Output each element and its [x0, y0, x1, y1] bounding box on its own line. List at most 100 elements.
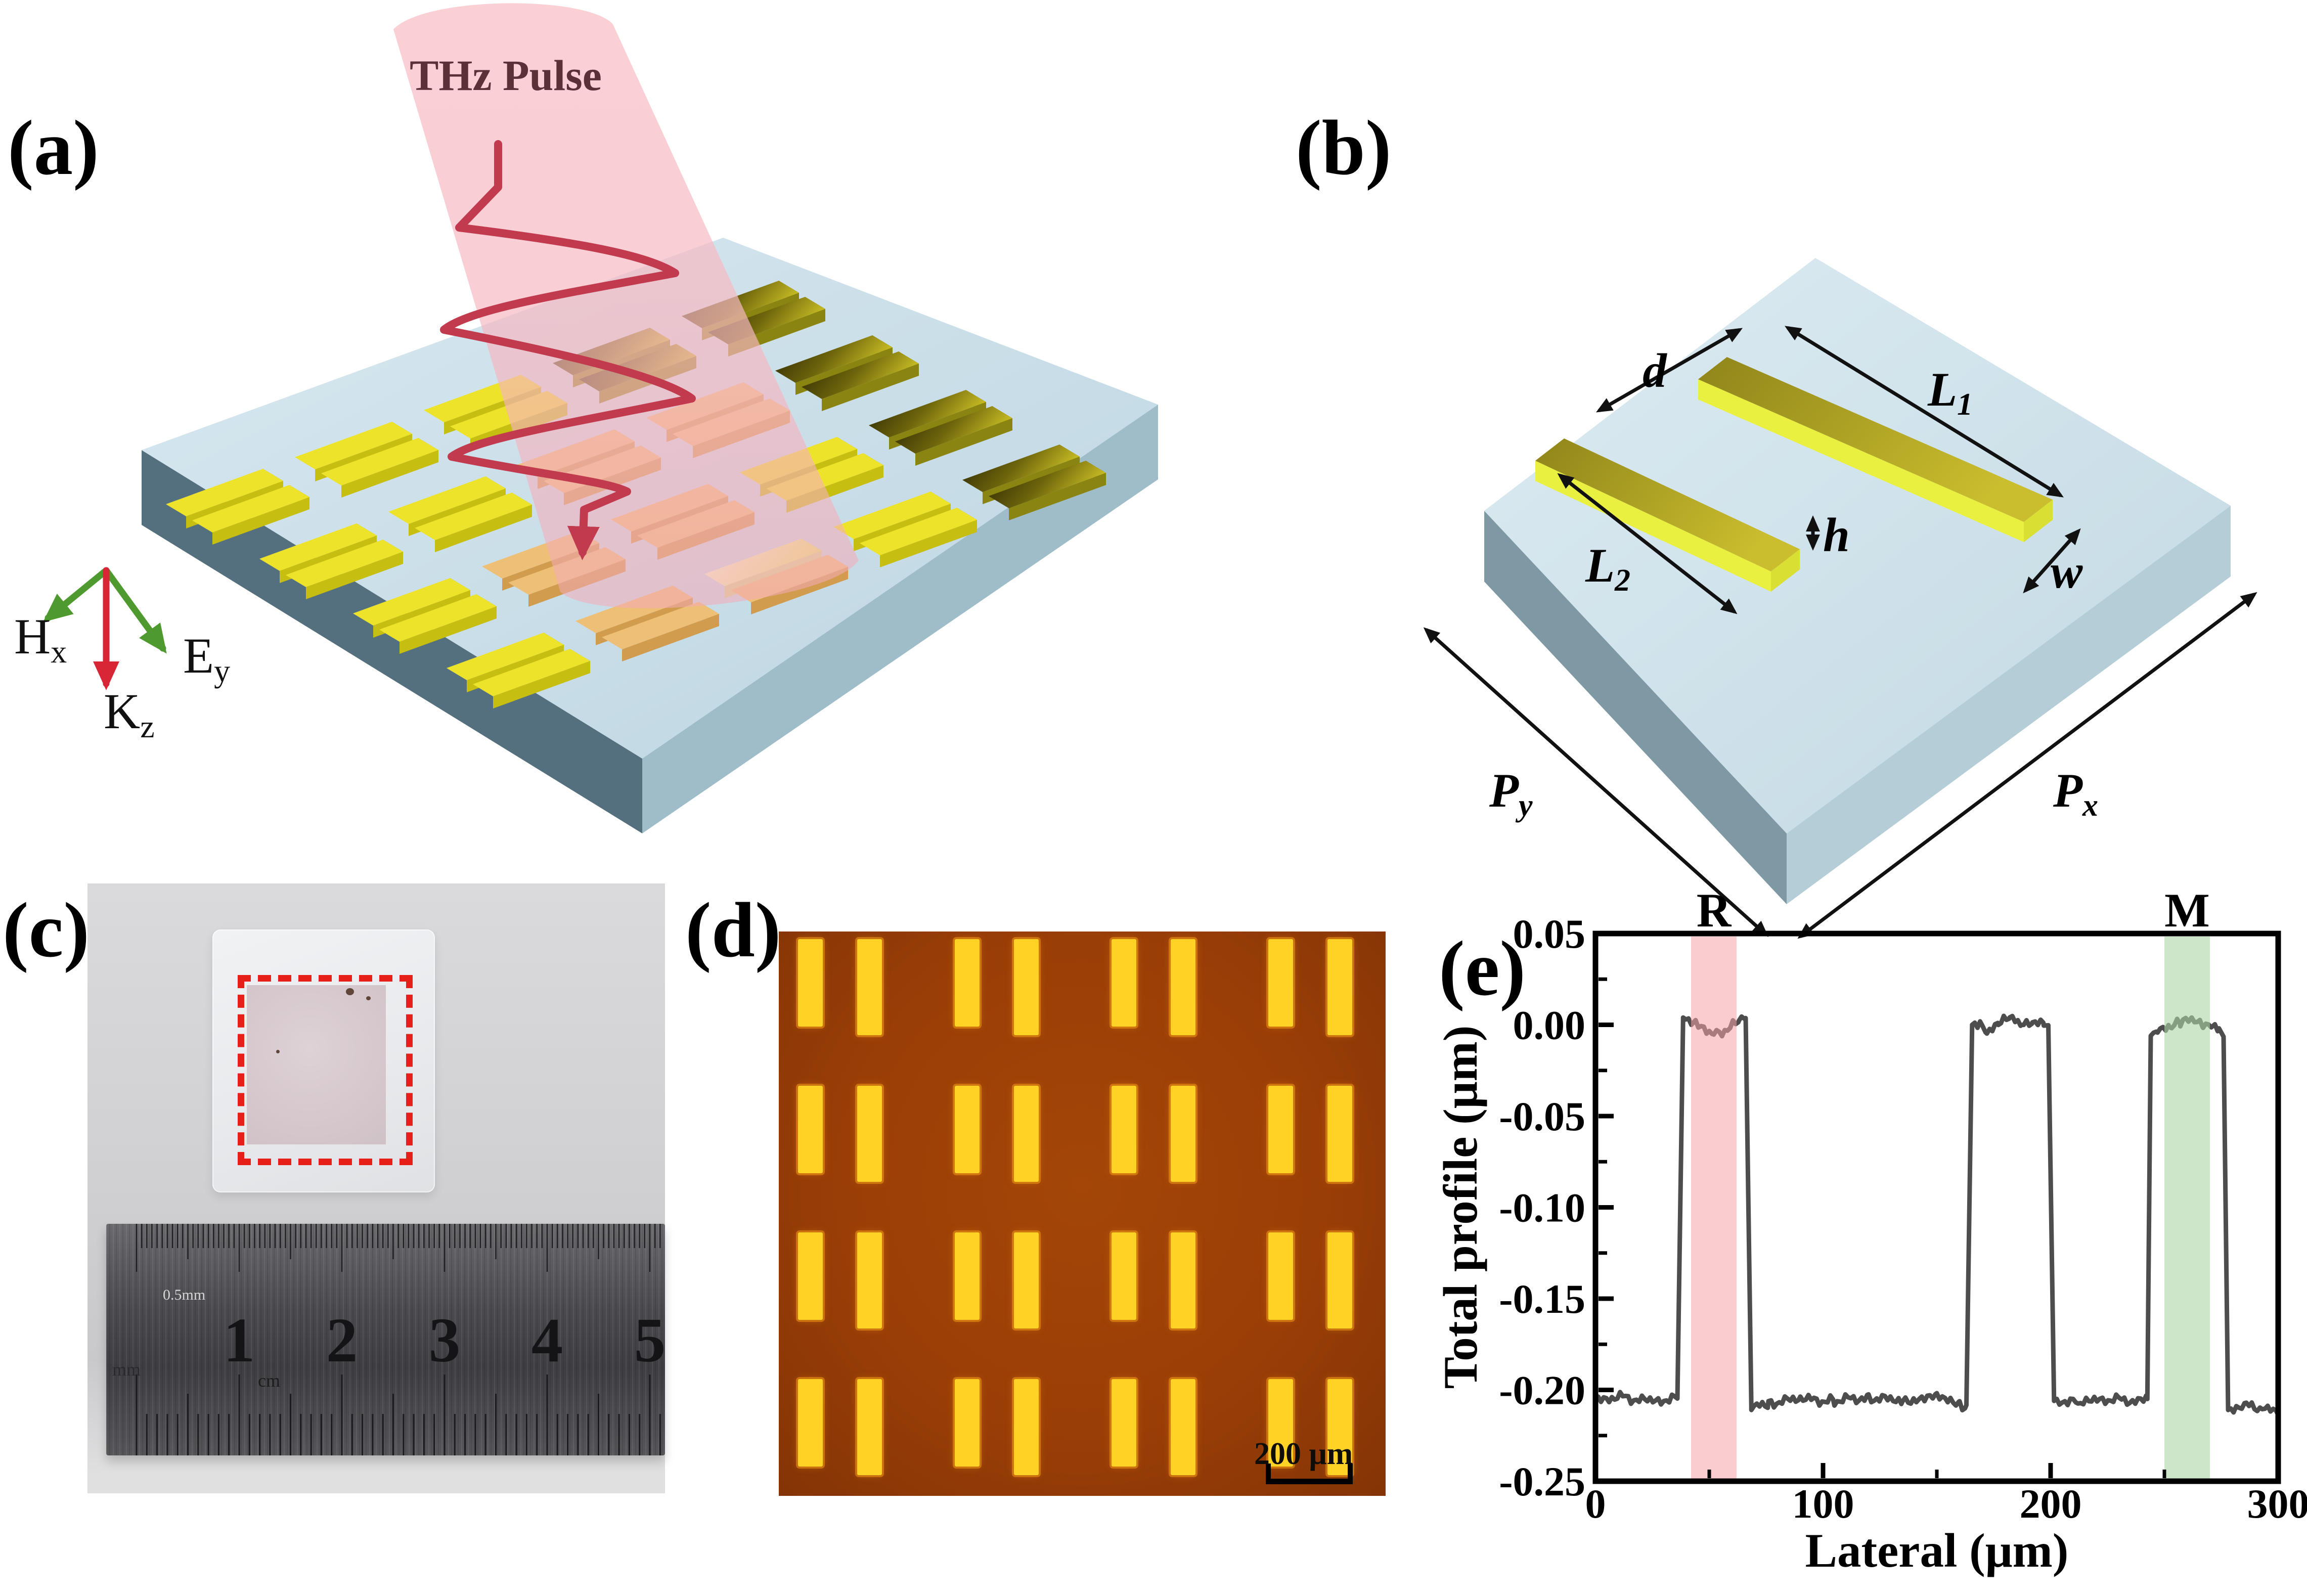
dim-arrow-L2 [1557, 473, 1738, 614]
axis-label-hx: Hx [14, 608, 67, 670]
micro-gold-bar-short [1112, 1379, 1136, 1467]
axis-arrow-ey [103, 567, 167, 654]
micro-gold-bar-long [1014, 1232, 1039, 1328]
micro-gold-bar-long [857, 1086, 882, 1182]
micro-gold-bar-short [955, 1232, 980, 1320]
gold-bar-top-face [869, 390, 986, 437]
gold-bar-top-face [833, 492, 951, 539]
y-tick-label: -0.25 [1499, 1458, 1585, 1504]
ruler-number: 3 [429, 1306, 461, 1376]
y-tick-label: 0.00 [1513, 1002, 1586, 1048]
dim-label-w: w [2051, 545, 2083, 598]
micro-gold-bar-short [1112, 1086, 1136, 1173]
micro-gold-bar-short [1268, 939, 1293, 1027]
gold-bar-top-face [860, 508, 977, 555]
gold-bar-side-face [400, 606, 497, 654]
x-tick-label: 300 [2247, 1481, 2307, 1527]
gold-bar-side-face [1009, 473, 1106, 520]
micro-gold-bar-short [798, 939, 823, 1027]
gold-bar-top-face [286, 540, 403, 587]
thz-beam [393, 3, 859, 608]
band-label-R: R [1697, 883, 1732, 937]
gold-bar-side-face [915, 418, 1012, 466]
gold-bar-side-face [435, 505, 532, 552]
micro-gold-bar-short [955, 1086, 980, 1173]
micro-gold-bar-long [857, 1379, 882, 1475]
micro-gold-bar-long [1327, 939, 1352, 1035]
gold-bar-top-face [353, 578, 470, 626]
gold-bar-top-face [602, 602, 719, 649]
micro-gold-bar-long [857, 1232, 882, 1328]
sample-outline-dashed-box [238, 975, 413, 1165]
gold-bar-top-face [192, 485, 309, 533]
gold-bar-top-face [989, 461, 1106, 508]
y-tick-label: -0.10 [1499, 1185, 1585, 1231]
micro-gold-bar-short [798, 1379, 823, 1467]
micro-gold-bar-short [955, 1379, 980, 1467]
substrate-left-face [142, 450, 642, 833]
highlight-band-M [2164, 937, 2210, 1479]
y-tick-label: -0.05 [1499, 1093, 1585, 1139]
micro-gold-bar-short [955, 939, 980, 1027]
beam-title: THz Pulse [410, 51, 602, 100]
axis-arrow-hx [42, 567, 110, 623]
panel-a-label: (a) [8, 104, 99, 191]
unit-cell-3d-illustration: d L1 L2 h w Py Px [1423, 258, 2257, 939]
gold-bar-side-face [822, 364, 919, 411]
gold-bar-top-face [775, 335, 893, 383]
micro-gold-bar-long [1171, 939, 1195, 1035]
dim-label-L2: L2 [1585, 539, 1630, 598]
gold-bar-top-face [259, 523, 377, 571]
gold-bar-top-face [447, 633, 564, 680]
gold-bar-top-face [166, 469, 283, 516]
micro-gold-bar-long [1171, 1379, 1195, 1475]
gold-bar-top-face [321, 438, 438, 485]
gold-bar-top-face [379, 594, 497, 642]
gold-bar-top-face [802, 351, 919, 399]
ruler-number: 4 [531, 1306, 563, 1376]
panel-b-label: (b) [1296, 104, 1392, 191]
axis-label-kz: Kz [104, 683, 155, 744]
micro-gold-bar-long [1014, 1086, 1039, 1182]
scale-bar-bracket [1266, 1464, 1353, 1484]
dim-label-Px: Px [2053, 764, 2098, 823]
dim-label-L1: L1 [1927, 363, 1973, 422]
dim-arrow-Py [1423, 627, 1769, 937]
metasurface-3d-illustration: THz Pulse Hx Ey Kz [14, 3, 1158, 833]
micro-gold-bar-long [1171, 1086, 1195, 1182]
dim-label-d: d [1643, 344, 1667, 397]
gold-bar-top-face [388, 476, 506, 524]
optical-micrograph: 200 μm [779, 932, 1386, 1496]
x-tick-label: 0 [1585, 1481, 1606, 1527]
micro-gold-bar-long [1327, 1086, 1352, 1182]
gold-bar-top-face [473, 649, 590, 696]
axis-label-ey: Ey [183, 628, 230, 689]
panel-c-label: (c) [3, 886, 90, 973]
gold-bar-side-face [622, 614, 719, 661]
micro-gold-bar-long [1014, 939, 1039, 1035]
micro-gold-bar-short [1268, 1379, 1293, 1467]
y-tick-label: -0.20 [1499, 1367, 1585, 1413]
ruler-cm-label: cm [258, 1370, 280, 1391]
micro-gold-bar-long [1171, 1232, 1195, 1328]
band-label-M: M [2164, 883, 2210, 937]
ruler-number: 5 [634, 1306, 666, 1376]
x-tick-label: 200 [2020, 1481, 2082, 1527]
y-axis-title: Total profile (μm) [1434, 1026, 1487, 1389]
dim-arrow-Px [1797, 592, 2257, 939]
dim-label-Py: Py [1489, 764, 1533, 823]
metasurface-sample [247, 985, 386, 1144]
micro-gold-bar-short [1268, 1086, 1293, 1173]
gold-bar-top-face [962, 445, 1080, 492]
y-tick-label: 0.05 [1513, 911, 1586, 957]
y-tick-label: -0.15 [1499, 1276, 1585, 1322]
micro-gold-bar-short [1268, 1232, 1293, 1320]
gold-bar-side-face [212, 497, 309, 545]
micro-gold-bar-long [1327, 1379, 1352, 1475]
dim-arrow-w [2023, 528, 2081, 594]
ruler-number: 1 [224, 1306, 255, 1376]
micro-gold-bar-short [798, 1086, 823, 1173]
